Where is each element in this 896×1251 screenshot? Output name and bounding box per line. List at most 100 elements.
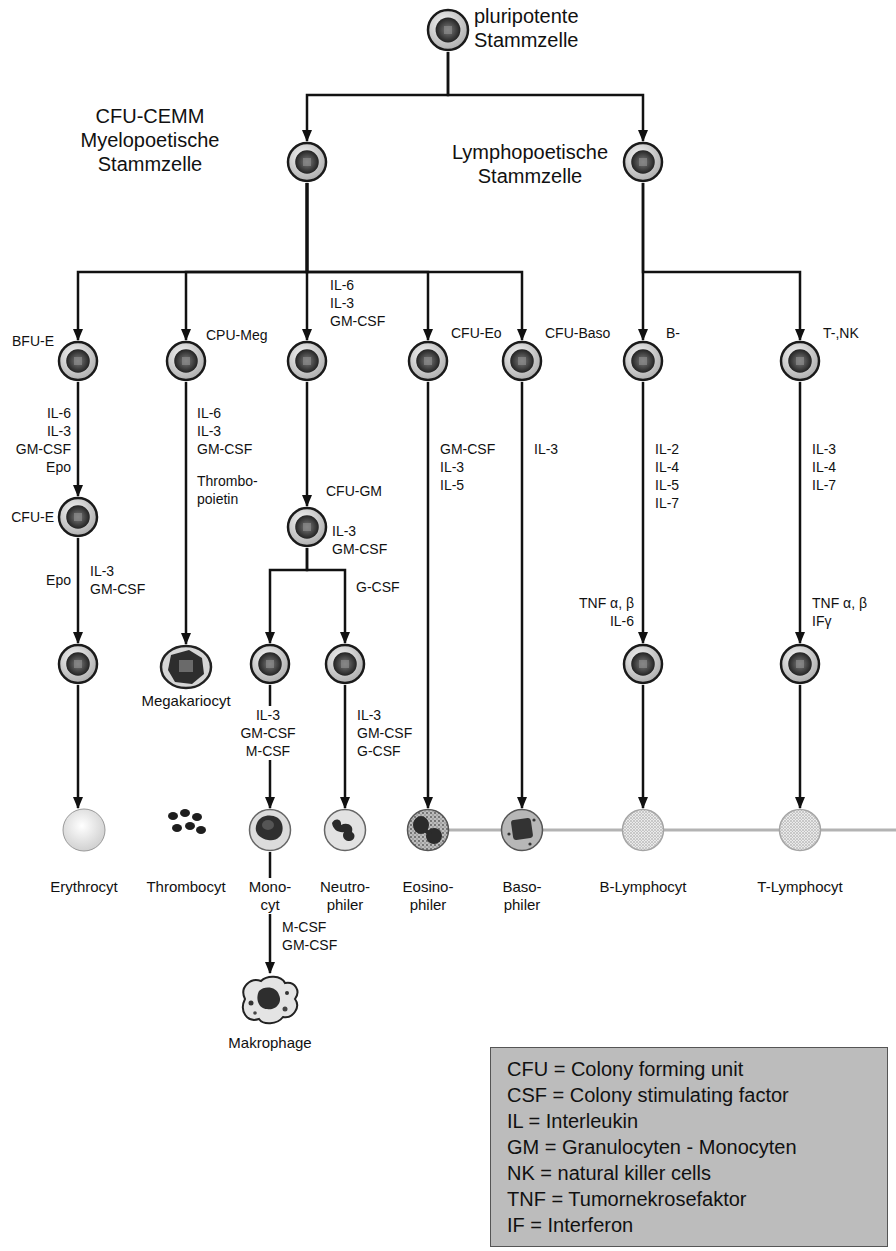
progenitor-name-line: CFU-Eo [451,324,502,342]
lineage-arrow [799,685,802,808]
cell-name-line: cyt [249,896,292,914]
progenitor-cell [249,643,291,685]
cytokine-label-line: M-CSF [282,918,337,936]
drawing-part [168,812,178,820]
plt-cell: Thrombocyt [164,807,208,837]
progenitor-cell [324,643,366,685]
cell-name: Makrophage [226,1034,313,1052]
cytokine-label: IL-2 IL-4 IL-5 IL-7 [655,440,679,512]
drawing-part [303,357,311,365]
drawing-part [631,652,655,676]
cell-drawing [57,643,99,685]
drawing-part [408,810,449,851]
drawing-part [182,357,190,365]
drawing-part [333,652,357,676]
progenitor-name-line: T-,NK [823,324,859,342]
cytokine-label-line: IL-3 [332,522,387,540]
lineage-arrow [642,685,645,808]
drawing-part [295,150,319,174]
cell-drawing [249,643,291,685]
cytokine-label-line: TNF α, β [579,594,634,612]
cytokine-label-line: GM-CSF [357,724,412,742]
lineage-arrow [448,52,643,141]
drawing-part [624,342,662,380]
drawing-part [288,342,326,380]
cell-name-line: Megakariocyt [141,692,230,710]
drawing-part [303,158,311,166]
cell-name-line: Neutro- [320,878,370,896]
lineage-arrow [799,382,802,643]
stem-cell-name-line: Stammzelle [81,152,220,176]
progenitor-name-line: CFU-E [11,508,54,526]
cell-name: Mono- cyt [247,878,294,914]
drawing-part [249,1001,254,1006]
cytokine-label-line: Thrombo- [197,472,258,490]
abbreviation-entry: CFU = Colony forming unit [507,1056,743,1082]
drawing-part [180,809,190,817]
cytokine-label-line: GM-CSF [332,540,387,558]
drawing-part [510,349,534,373]
drawing-part [243,977,297,1024]
progenitor-name: CFU-Baso [545,324,610,342]
cytokine-label-line: GM-CSF [197,440,252,458]
lineage-arrow [77,538,80,643]
lineage-arrow [306,382,309,506]
drawing-part [416,349,440,373]
cytokine-label: IL-6 IL-3 GM-CSF [330,276,385,330]
lineage-arrow [307,183,522,340]
drawing-part [179,660,193,672]
cell-drawing [407,340,449,382]
progenitor-name: B- [666,324,680,342]
cell-name-line: Baso- [502,878,541,896]
drawing-part [266,660,274,668]
cytokine-label: IL-3 IL-4 IL-7 [812,440,836,494]
neut-cell: Neutro- philer [323,808,367,852]
cell-drawing [778,808,822,852]
drawing-part [74,513,82,521]
cell-name: Thrombocyt [144,878,227,896]
progenitor-cell [622,643,664,685]
drawing-part [262,820,274,830]
macro-cell: Makrophage [237,973,303,1027]
drawing-part [161,646,211,688]
progenitor-name-line: BFU-E [12,332,54,350]
progenitor-cell: T-,NK [779,340,821,382]
drawing-part [631,349,655,373]
cytokine-label-line: IL-2 [655,440,679,458]
cell-name-line: B-Lymphocyt [600,878,687,896]
drawing-part [196,826,206,834]
cytokine-label: IL-3 [534,440,558,458]
cytokine-label-line: M-CSF [240,742,295,760]
cytokine-label-line: GM-CSF [282,936,337,954]
stem-cell-name-line: Myelopoetische [81,128,220,152]
cytokine-label-line: IFγ [812,612,867,630]
cytokine-label-line: GM-CSF [90,580,145,598]
drawing-part [174,349,198,373]
cell-name-line: Makrophage [228,1034,311,1052]
cytokine-label-line: IL-4 [812,458,836,476]
drawing-part [781,645,819,683]
drawing-part [288,508,326,546]
drawing-part [436,18,461,43]
cytokine-label-line: IL-7 [655,494,679,512]
drawing-part [325,810,366,851]
lineage-arrow [344,685,347,808]
lineage-arrow [643,183,800,340]
drawing-part [250,810,291,851]
mega-cell: Megakariocyt [159,644,213,690]
cytokine-label-line: IL-3 [197,422,252,440]
stem-cell-name-line: Lymphopoetische [452,140,608,164]
cytokine-label-line: IL-7 [812,476,836,494]
drawing-part [66,505,90,529]
cell-name-line: Mono- [249,878,292,896]
cell-name-line: philer [403,896,454,914]
progenitor-name: CPU-Meg [206,326,267,344]
drawing-part [288,143,326,181]
drawing-part [74,357,82,365]
stem-cell-name: pluripotente Stammzelle [474,4,579,52]
cell-drawing [621,808,665,852]
cell-name-line: Eosino- [403,878,454,896]
drawing-part [796,660,804,668]
cytokine-label-line: IL-5 [655,476,679,494]
drawing-part [631,150,655,174]
